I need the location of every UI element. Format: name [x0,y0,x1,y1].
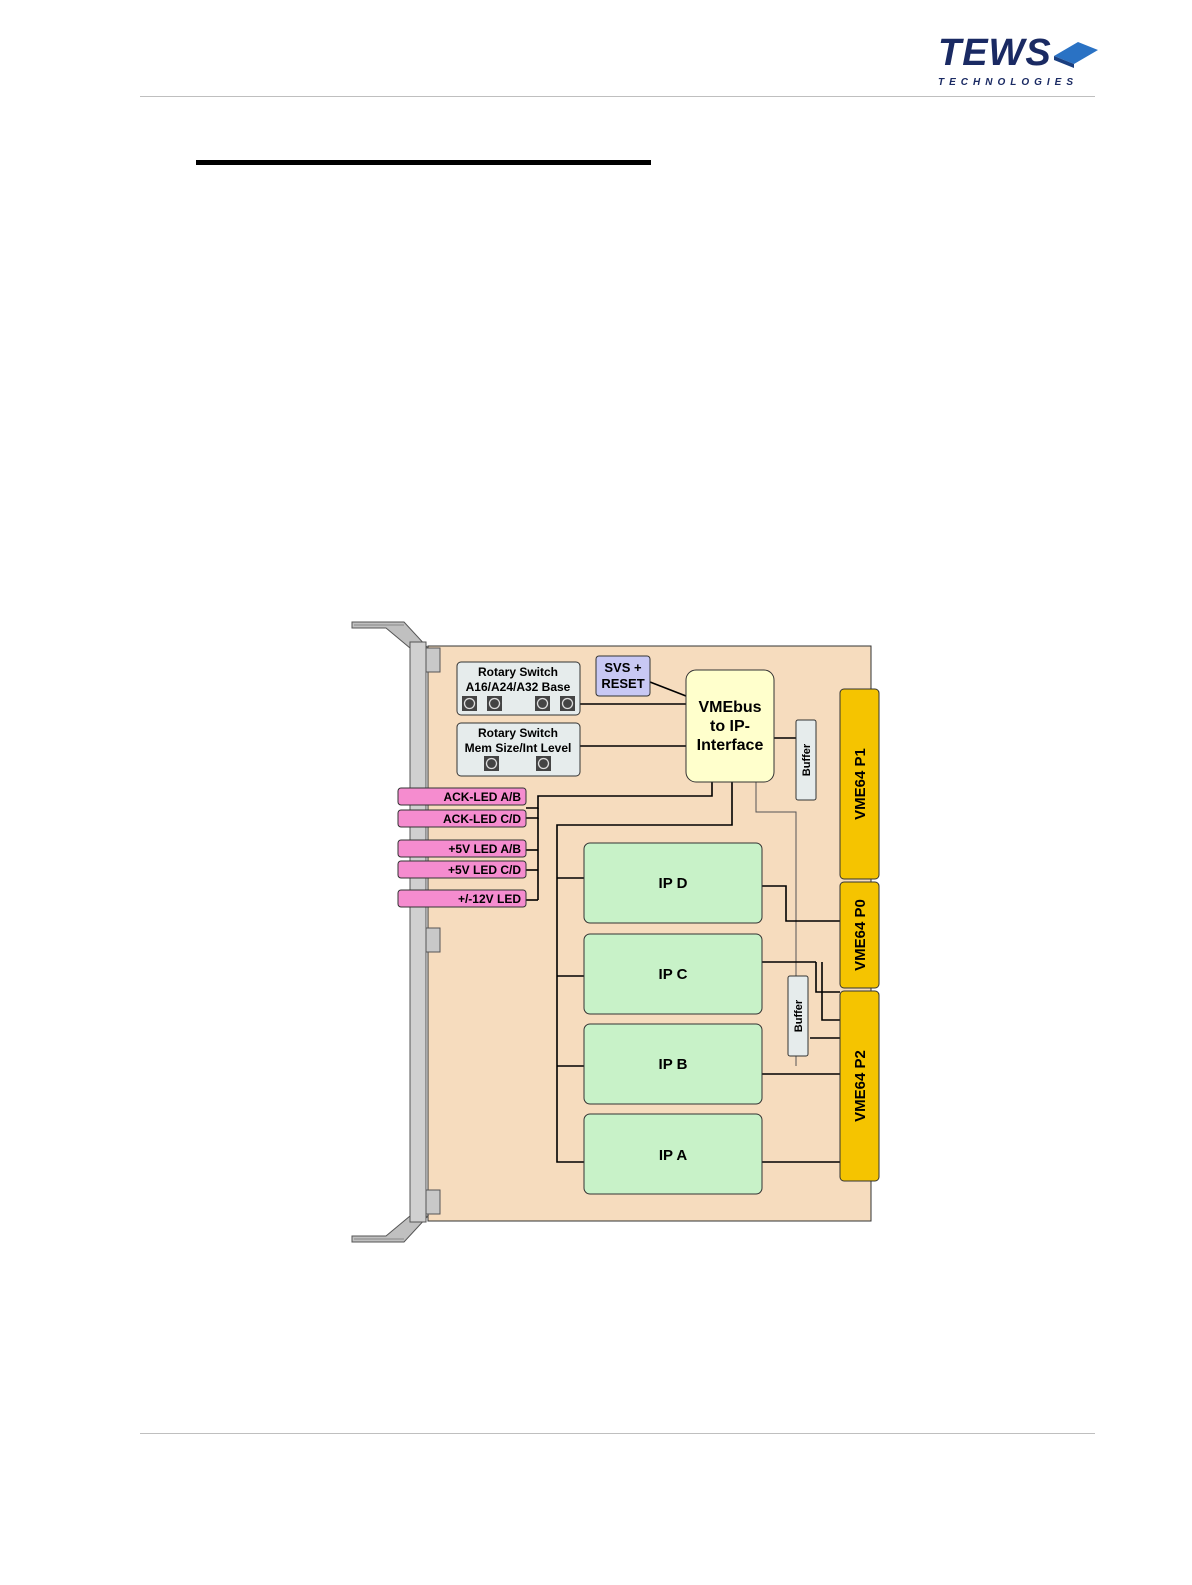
ip-slot-b-label: IP B [659,1056,688,1073]
led-ack-ab-label: ACK-LED A/B [443,790,521,804]
vme64-connectors: VME64 P1 VME64 P0 VME64 P2 [840,689,879,1181]
rotary-base-line1: Rotary Switch [478,665,558,679]
buffer-top: Buffer [796,720,816,800]
connector-p1-label: VME64 P1 [852,748,869,820]
vmebus-line3: Interface [697,737,764,754]
svs-line1: SVS + [604,660,642,675]
footer-divider [140,1433,1095,1434]
vmebus-line1: VMEbus [698,699,761,716]
rotary-mem-line2: Mem Size/Int Level [465,741,572,755]
led-5v-cd-label: +5V LED C/D [448,863,521,877]
led-ack-cd-label: ACK-LED C/D [443,812,521,826]
rotary-switch-mem: Rotary Switch Mem Size/Int Level [457,723,580,776]
svs-line2: RESET [601,676,644,691]
buffer-bottom-label: Buffer [793,999,805,1032]
ip-slot-d-label: IP D [659,875,688,892]
led-12v-label: +/-12V LED [458,892,521,906]
tews-logo: TEWS TECHNOLOGIES [930,30,1100,94]
vmebus-interface-block: VMEbus to IP- Interface [686,670,774,782]
logo-tagline: TECHNOLOGIES [938,78,1078,88]
ip-slot-a-label: IP A [659,1147,688,1164]
section-heading-rule [196,160,651,165]
rotary-switch-base: Rotary Switch A16/A24/A32 Base [457,662,580,715]
connector-p2-label: VME64 P2 [852,1050,869,1122]
ip-slot-c-label: IP C [659,966,688,983]
rotary-base-line2: A16/A24/A32 Base [466,680,571,694]
header-divider [140,96,1095,97]
rotary-mem-line1: Rotary Switch [478,726,558,740]
connector-p0-label: VME64 P0 [852,899,869,971]
buffer-top-label: Buffer [801,743,813,776]
front-panel [352,622,440,1242]
svs-reset-block: SVS + RESET [596,656,650,696]
tews-diamond-icon [1048,38,1100,68]
board-block-diagram: Rotary Switch A16/A24/A32 Base Rotary Sw… [340,612,900,1252]
led-5v-ab-label: +5V LED A/B [448,842,521,856]
buffer-bottom: Buffer [788,976,808,1056]
logo-brand: TEWS [938,34,1052,72]
vmebus-line2: to IP- [710,718,750,735]
